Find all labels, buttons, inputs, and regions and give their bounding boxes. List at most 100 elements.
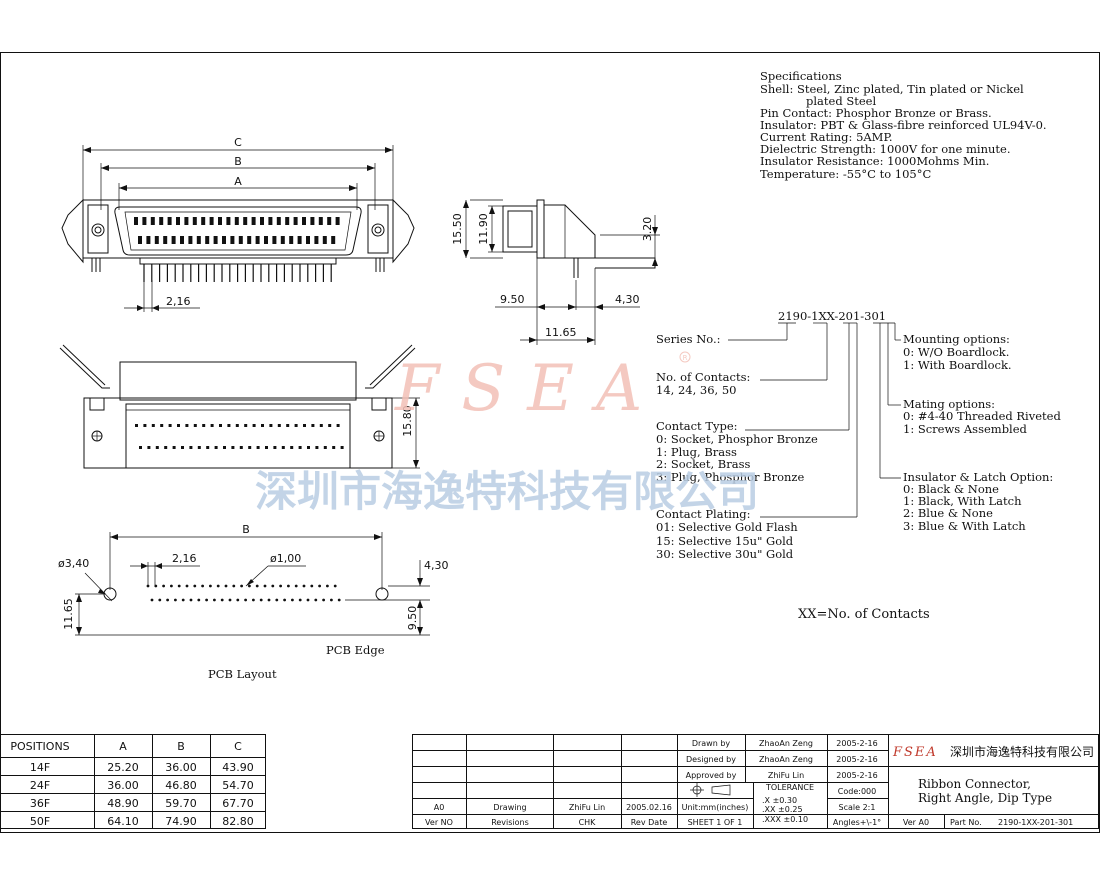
header-ver: Ver NO (425, 818, 453, 827)
pcb-hole (181, 598, 185, 602)
pcb-hole (326, 584, 329, 588)
pin-row (143, 264, 332, 282)
pcb-hole (174, 598, 177, 602)
pcb-hole (275, 598, 279, 602)
contact-dot (202, 424, 206, 427)
dim-depth: 9.50 (500, 293, 525, 306)
drawn-label: Drawn by (692, 739, 731, 748)
contact-dot (277, 424, 281, 427)
pcb-hole (283, 598, 286, 602)
mounting-label: Mounting options: (903, 332, 1010, 346)
rev-chk: ZhiFu Lin (569, 803, 605, 812)
units-label: Unit:mm(inches) (682, 803, 749, 812)
part-number-breakdown: 2190-1XX-201-301 Series No.: No. of Cont… (656, 309, 1061, 622)
dim-a-label: A (234, 175, 242, 188)
contact-dot (315, 446, 319, 449)
contact (171, 236, 176, 244)
contact-dot (256, 446, 260, 449)
contact (280, 236, 285, 244)
approved-name: ZhiFu Lin (768, 771, 804, 780)
contact (142, 217, 147, 225)
contact-dot (139, 446, 142, 449)
table-cell: 74.90 (165, 815, 197, 828)
top-contact-row (135, 424, 340, 427)
contact-dot (160, 424, 164, 427)
table-cell: 36F (30, 797, 50, 810)
rev-desc: Drawing (493, 803, 526, 812)
designed-date: 2005-2-16 (836, 755, 877, 764)
pcb-hole (216, 584, 220, 588)
contact (302, 217, 306, 225)
contact (327, 217, 332, 225)
part-number-code: 2190-1XX-201-301 (778, 309, 886, 323)
contact (285, 217, 290, 225)
pcb-hole (205, 598, 209, 602)
contact (192, 217, 197, 225)
contact-dot (147, 446, 151, 449)
pcb-hole (244, 598, 248, 602)
pcb-hole (330, 598, 333, 602)
projection-symbol (690, 783, 731, 797)
contact-dot (269, 424, 273, 427)
specifications-block: Specifications Shell: Steel, Zinc plated… (760, 69, 1047, 181)
insulator-option: 3: Blue & With Latch (903, 519, 1026, 533)
contact-dot (164, 446, 168, 449)
table-header: A (119, 740, 127, 753)
contact (205, 236, 210, 244)
contact-type-option: 1: Plug, Brass (656, 445, 737, 459)
pcb-hole (333, 584, 337, 588)
spec-line: plated Steel (806, 94, 876, 108)
drawn-date: 2005-2-16 (836, 739, 877, 748)
table-cell: 14F (30, 761, 50, 774)
contact-row-bottom (138, 236, 336, 244)
spec-line: Temperature: -55°C to 105°C (760, 167, 931, 181)
contact (289, 236, 294, 244)
contact-dot (231, 446, 235, 449)
contact (238, 236, 243, 244)
table-cell: 24F (30, 779, 50, 792)
pcb-hole (150, 598, 154, 602)
pcb-hole (209, 584, 212, 588)
pcb-hole (298, 598, 302, 602)
contact-dot (244, 424, 248, 427)
pcb-dim-edge-depth: 9.50 (406, 606, 419, 631)
contact (264, 236, 268, 244)
pcb-layout: B ø3,40 2,16 ø1,00 4,30 9.50 11.65 PCB E… (58, 523, 449, 681)
contact (209, 217, 214, 225)
contact (322, 236, 327, 244)
contact-dot (319, 424, 323, 427)
contact (180, 236, 184, 244)
contact-dot (311, 424, 315, 427)
pcb-hole (189, 598, 193, 602)
side-view: 15.50 11.90 3.20 9.50 4,30 11.65 (451, 199, 660, 345)
contact-dot (290, 446, 294, 449)
pcb-hole (193, 584, 197, 588)
table-cell: 36.00 (165, 761, 197, 774)
header-chk: CHK (579, 818, 597, 827)
tolerance-row: .XXX ±0.10 (762, 815, 808, 824)
mounting-option: 0: W/O Boardlock. (903, 345, 1009, 359)
company-logo: FSEA (892, 745, 938, 760)
dim-pitch-label: 2,16 (166, 295, 191, 308)
contact (306, 236, 310, 244)
specifications-title: Specifications (760, 69, 842, 83)
dim-height: 15.80 (401, 405, 414, 437)
pcb-hole (291, 598, 294, 602)
pcb-hole (177, 584, 181, 588)
dim-b-label: B (234, 155, 242, 168)
table-cell: 43.90 (222, 761, 254, 774)
header-rev-date: Rev Date (631, 818, 668, 827)
contact-dot (252, 424, 256, 427)
pcb-hole (201, 584, 205, 588)
contact-dot (197, 446, 201, 449)
pcb-hole (185, 584, 189, 588)
table-cell: 64.10 (107, 815, 139, 828)
pcb-dim-pitch: 2,16 (172, 552, 197, 565)
pcb-hole (294, 584, 298, 588)
contact (176, 217, 180, 225)
contact (255, 236, 260, 244)
contact-dot (181, 446, 184, 449)
pcb-hole (302, 584, 306, 588)
contact-dot (328, 424, 332, 427)
